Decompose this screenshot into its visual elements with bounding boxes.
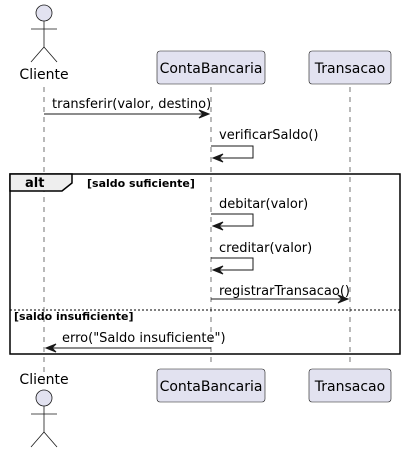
message-creditar: creditar(valor) <box>211 241 312 275</box>
alt-fragment: alt [saldo suficiente] [saldo insuficien… <box>9 173 401 355</box>
message-registrar-transacao: registrarTransacao() <box>211 284 350 304</box>
message-label: erro("Saldo insuficiente") <box>62 331 226 346</box>
arrow-head-icon <box>198 109 211 119</box>
message-label: transferir(valor, destino) <box>52 97 211 112</box>
participant-label-transacao-top: Transacao <box>314 61 385 77</box>
actor-head-icon <box>35 4 53 22</box>
message-label: creditar(valor) <box>219 241 312 256</box>
participant-label-cliente-bottom: Cliente <box>19 372 68 388</box>
participant-conta-bancaria-top: ContaBancaria <box>156 50 266 85</box>
alt-fragment-tab <box>9 173 73 192</box>
participant-label-conta-bancaria-bottom: ContaBancaria <box>160 379 263 395</box>
message-erro: erro("Saldo insuficiente") <box>44 331 226 353</box>
message-transferir: transferir(valor, destino) <box>44 97 211 119</box>
message-label: registrarTransacao() <box>219 284 350 299</box>
participant-label-transacao-bottom: Transacao <box>314 379 385 395</box>
arrow-head-icon <box>337 294 350 304</box>
arrow-head-icon <box>211 265 224 275</box>
participant-conta-bancaria-bottom: ContaBancaria <box>156 368 266 403</box>
actor-cliente-bottom: Cliente <box>19 372 69 448</box>
actor-cliente-top: Cliente <box>19 4 69 83</box>
guard-saldo-insuficiente: [saldo insuficiente] <box>14 310 134 323</box>
message-debitar: debitar(valor) <box>211 197 308 231</box>
participant-label-conta-bancaria-top: ContaBancaria <box>160 61 263 77</box>
alt-keyword: alt <box>25 176 44 191</box>
message-label: verificarSaldo() <box>219 128 318 143</box>
arrow-head-icon <box>44 343 57 353</box>
participant-label-cliente-top: Cliente <box>19 67 68 83</box>
message-verificar-saldo: verificarSaldo() <box>211 128 318 163</box>
arrow-head-icon <box>211 221 224 231</box>
alt-fragment-frame <box>9 173 401 355</box>
actor-head-icon <box>35 389 53 407</box>
message-label: debitar(valor) <box>219 197 308 212</box>
arrow-head-icon <box>211 153 224 163</box>
participant-transacao-bottom: Transacao <box>308 368 392 403</box>
participant-transacao-top: Transacao <box>308 50 392 85</box>
guard-saldo-suficiente: [saldo suficiente] <box>87 177 195 190</box>
